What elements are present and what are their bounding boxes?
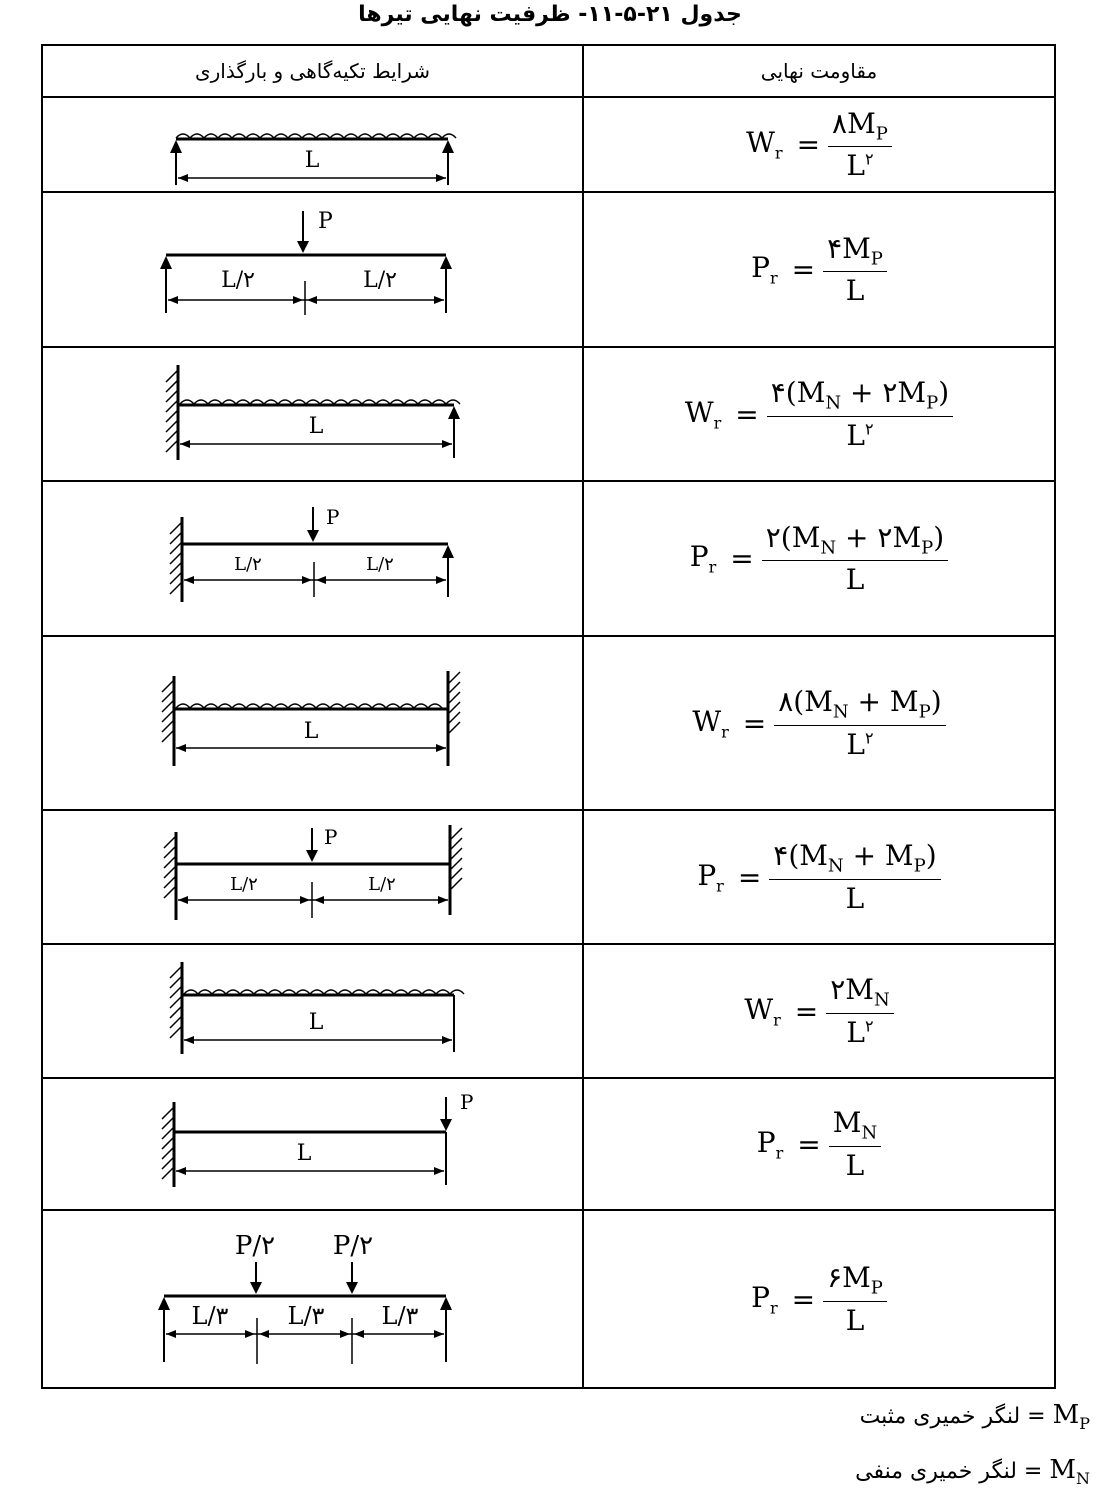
beam-diagram-svg: P L/۲ L/۲ <box>162 825 463 920</box>
beam-diagram-5: L <box>41 635 584 811</box>
load-label: P <box>460 1090 473 1114</box>
span-label: L <box>308 414 323 439</box>
header-row: شرایط تکیه‌گاهی و بارگذاری مقاومت نهایی <box>41 44 1056 98</box>
beam-diagram-svg: P/۲ P/۲ L/۳ L/ <box>157 1231 452 1364</box>
formula-2: Pr = ۴MP L <box>582 191 1056 348</box>
span-label-b: L/۳ <box>287 1302 324 1330</box>
legend-mp: MP = لنگر خمیری مثبت <box>859 1400 1090 1434</box>
formula-8: Pr = MN L <box>582 1077 1056 1211</box>
formula-1: Wr = ۸MP L۲ <box>582 96 1056 193</box>
span-label-c: L/۳ <box>381 1302 418 1330</box>
beam-diagram-2: P L/۲ L/۲ <box>41 191 584 348</box>
left-span-label: L/۲ <box>221 268 255 293</box>
load-label: P <box>324 825 337 849</box>
formula-7: Wr = ۲MN L۲ <box>582 943 1056 1079</box>
formula-6: Pr = ۴(MN + MP) L <box>582 809 1056 945</box>
left-span-label: L/۲ <box>230 874 258 895</box>
beam-diagram-svg: P L/۲ L/۲ <box>159 209 452 315</box>
table-row: L Wr = ۲MN L۲ <box>41 943 1056 1079</box>
distributed-load <box>174 133 457 140</box>
span-label-a: L/۳ <box>191 1302 228 1330</box>
load-label-2: P/۲ <box>332 1231 372 1261</box>
beam-diagram-4: P L/۲ L/۲ <box>41 480 584 637</box>
legend-symbol: MN <box>1049 1455 1090 1489</box>
load-label: P <box>326 505 339 529</box>
span-label: L <box>296 1141 311 1166</box>
span-label: L <box>304 148 319 173</box>
table-row: P L/۲ L/۲ Pr = ۴MP <box>41 191 1056 348</box>
formula-3: Wr = ۴(MN + ۲MP) L۲ <box>582 346 1056 482</box>
table-row: L Wr = ۸MP L۲ <box>41 96 1056 193</box>
right-support-arrow <box>441 140 454 153</box>
distributed-load <box>178 398 461 405</box>
formula-9: Pr = ۶MP L <box>582 1209 1056 1389</box>
right-span-label: L/۲ <box>366 554 394 575</box>
formula-5: Wr = ۸(MN + MP) L۲ <box>582 635 1056 811</box>
span-label: L <box>303 719 318 744</box>
table-row: P L/۲ L/۲ Pr = ۲(MN + ۲MP) L <box>41 480 1056 637</box>
legend-mn: MN = لنگر خمیری منفی <box>855 1455 1090 1489</box>
beam-diagram-3: L <box>41 346 584 482</box>
legend-symbol: MP <box>1052 1400 1090 1434</box>
beam-diagram-svg: L <box>164 364 461 460</box>
beam-diagram-1: L <box>41 96 584 193</box>
beam-diagram-6: P L/۲ L/۲ <box>41 809 584 945</box>
beam-diagram-svg: L <box>160 671 461 766</box>
distributed-load <box>174 703 443 710</box>
load-label: P <box>318 209 333 234</box>
beam-diagram-9: P/۲ P/۲ L/۳ L/ <box>41 1209 584 1389</box>
table-row: P L Pr = MN L <box>41 1077 1056 1211</box>
distributed-load <box>182 989 465 996</box>
beam-diagram-svg: L <box>169 133 457 188</box>
left-support-arrow <box>169 140 182 153</box>
beam-diagram-8: P L <box>41 1077 584 1211</box>
beam-diagram-svg: P L/۲ L/۲ <box>168 505 454 602</box>
beam-diagram-svg: P L <box>160 1090 473 1187</box>
table-title: جدول ۲۱-۵-۱۱- ظرفیت نهایی تیرها <box>358 2 742 27</box>
legend-text: لنگر خمیری مثبت <box>859 1404 1021 1429</box>
table-row: L Wr = ۴(MN + ۲MP) L۲ <box>41 346 1056 482</box>
table-row: L Wr = ۸(MN + MP) L۲ <box>41 635 1056 811</box>
right-span-label: L/۲ <box>368 874 396 895</box>
right-span-label: L/۲ <box>363 268 397 293</box>
header-conditions: شرایط تکیه‌گاهی و بارگذاری <box>41 44 584 98</box>
span-label: L <box>308 1010 323 1035</box>
capacity-table: شرایط تکیه‌گاهی و بارگذاری مقاومت نهایی … <box>41 44 1056 1389</box>
beam-diagram-svg: L <box>168 962 465 1054</box>
table-row: P L/۲ L/۲ Pr = ۴(MN + MP) L <box>41 809 1056 945</box>
header-capacity: مقاومت نهایی <box>582 44 1056 98</box>
table-row: P/۲ P/۲ L/۳ L/ <box>41 1209 1056 1389</box>
formula-4: Pr = ۲(MN + ۲MP) L <box>582 480 1056 637</box>
legend-text: لنگر خمیری منفی <box>855 1459 1017 1484</box>
left-span-label: L/۲ <box>234 554 262 575</box>
beam-diagram-7: L <box>41 943 584 1079</box>
load-label-1: P/۲ <box>234 1231 274 1261</box>
